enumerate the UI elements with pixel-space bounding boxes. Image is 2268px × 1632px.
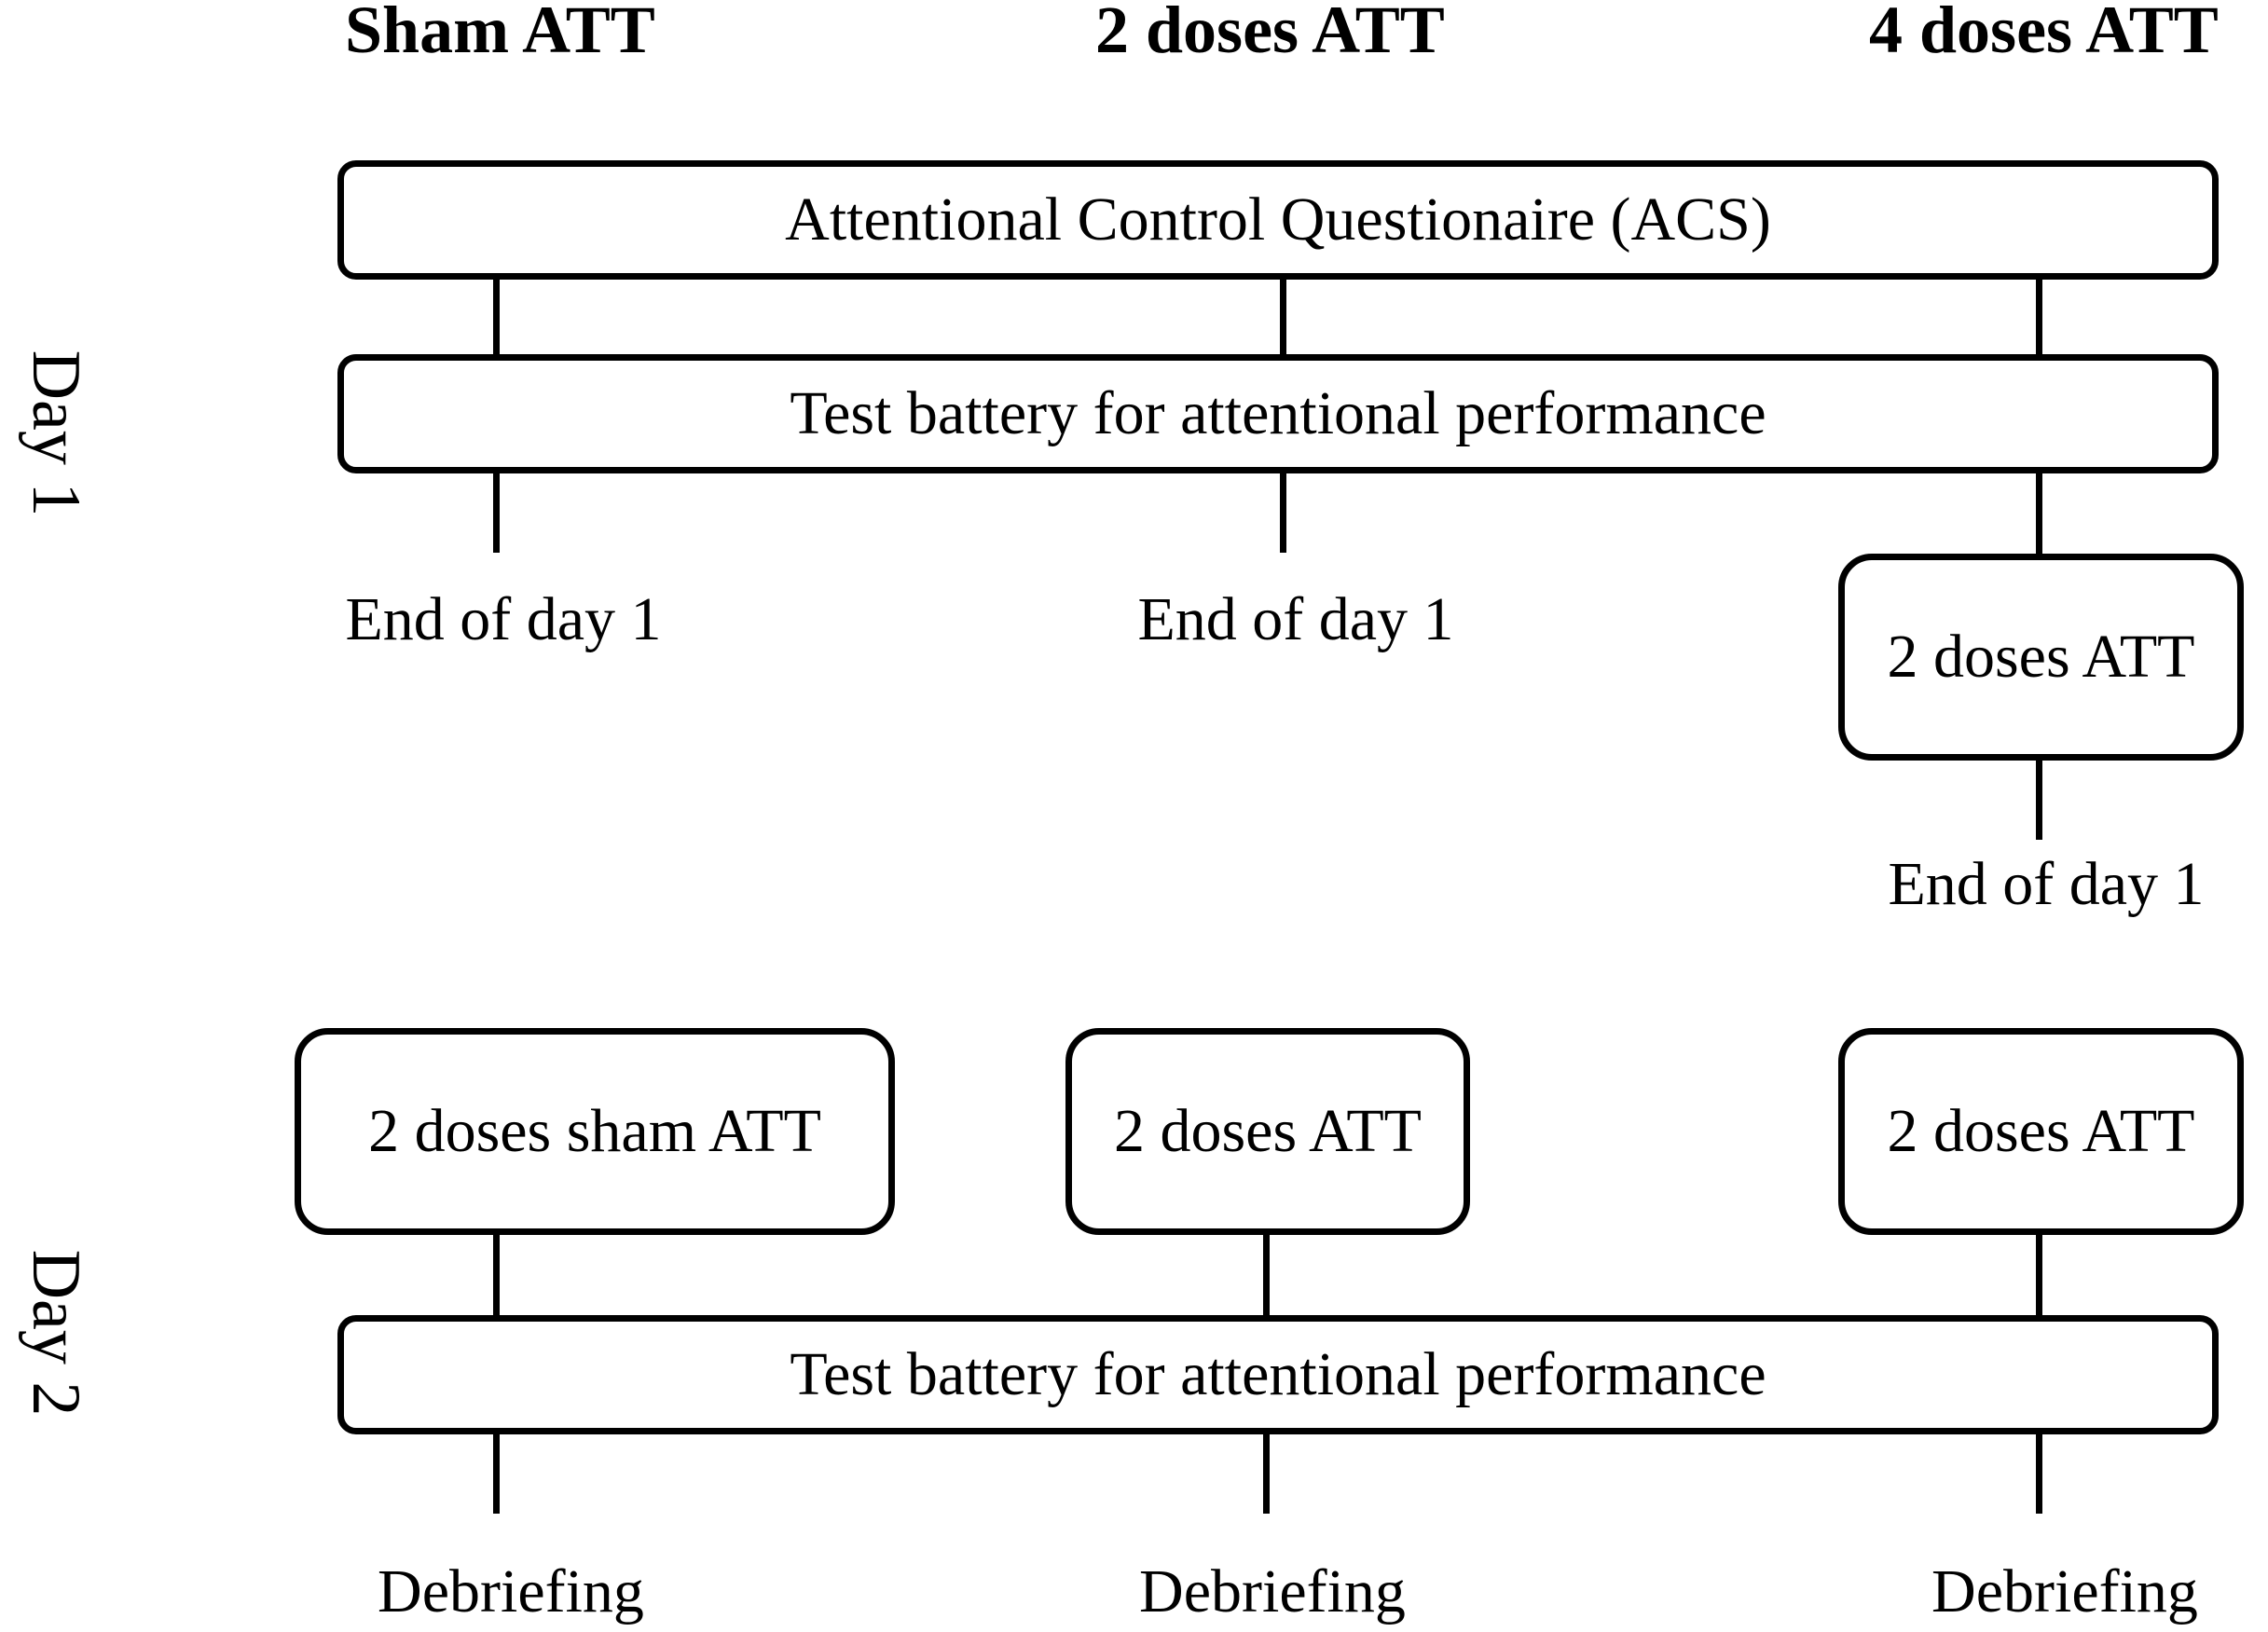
day2-4-doses-att-box: 2 doses ATT (1838, 1028, 2244, 1235)
connector-line (1280, 280, 1286, 354)
connector-line (2036, 473, 2042, 555)
day-1-label: Day 1 (18, 350, 94, 517)
connector-line (2036, 761, 2042, 840)
connector-line (1263, 1434, 1270, 1514)
day1-test-battery-box: Test battery for attentional performance (337, 354, 2219, 473)
debriefing-sham: Debriefing (378, 1557, 644, 1625)
connector-line (493, 473, 500, 553)
acs-box: Attentional Control Questionaire (ACS) (337, 160, 2219, 280)
debriefing-4-doses: Debriefing (1931, 1557, 2198, 1625)
connector-line (493, 1434, 500, 1514)
day-2-label: Day 2 (18, 1249, 94, 1417)
connector-line (493, 1235, 500, 1315)
connector-line (2036, 1235, 2042, 1315)
debriefing-2-doses: Debriefing (1139, 1557, 1406, 1625)
end-of-day1-2-doses: End of day 1 (1137, 585, 1454, 653)
column-header-4-doses: 4 doses ATT (1869, 0, 2219, 67)
day2-sham-att-box: 2 doses sham ATT (295, 1028, 895, 1235)
connector-line (1263, 1235, 1270, 1315)
day2-test-battery-box: Test battery for attentional performance (337, 1315, 2219, 1434)
day1-extra-2-doses-box: 2 doses ATT (1838, 554, 2244, 761)
connector-line (1280, 473, 1286, 553)
end-of-day1-sham: End of day 1 (345, 585, 662, 653)
column-header-sham: Sham ATT (345, 0, 655, 67)
connector-line (493, 280, 500, 354)
end-of-day1-4-doses: End of day 1 (1888, 850, 2205, 918)
connector-line (2036, 1434, 2042, 1514)
column-header-2-doses: 2 doses ATT (1095, 0, 1445, 67)
day2-2-doses-att-box: 2 doses ATT (1065, 1028, 1470, 1235)
connector-line (2036, 280, 2042, 354)
